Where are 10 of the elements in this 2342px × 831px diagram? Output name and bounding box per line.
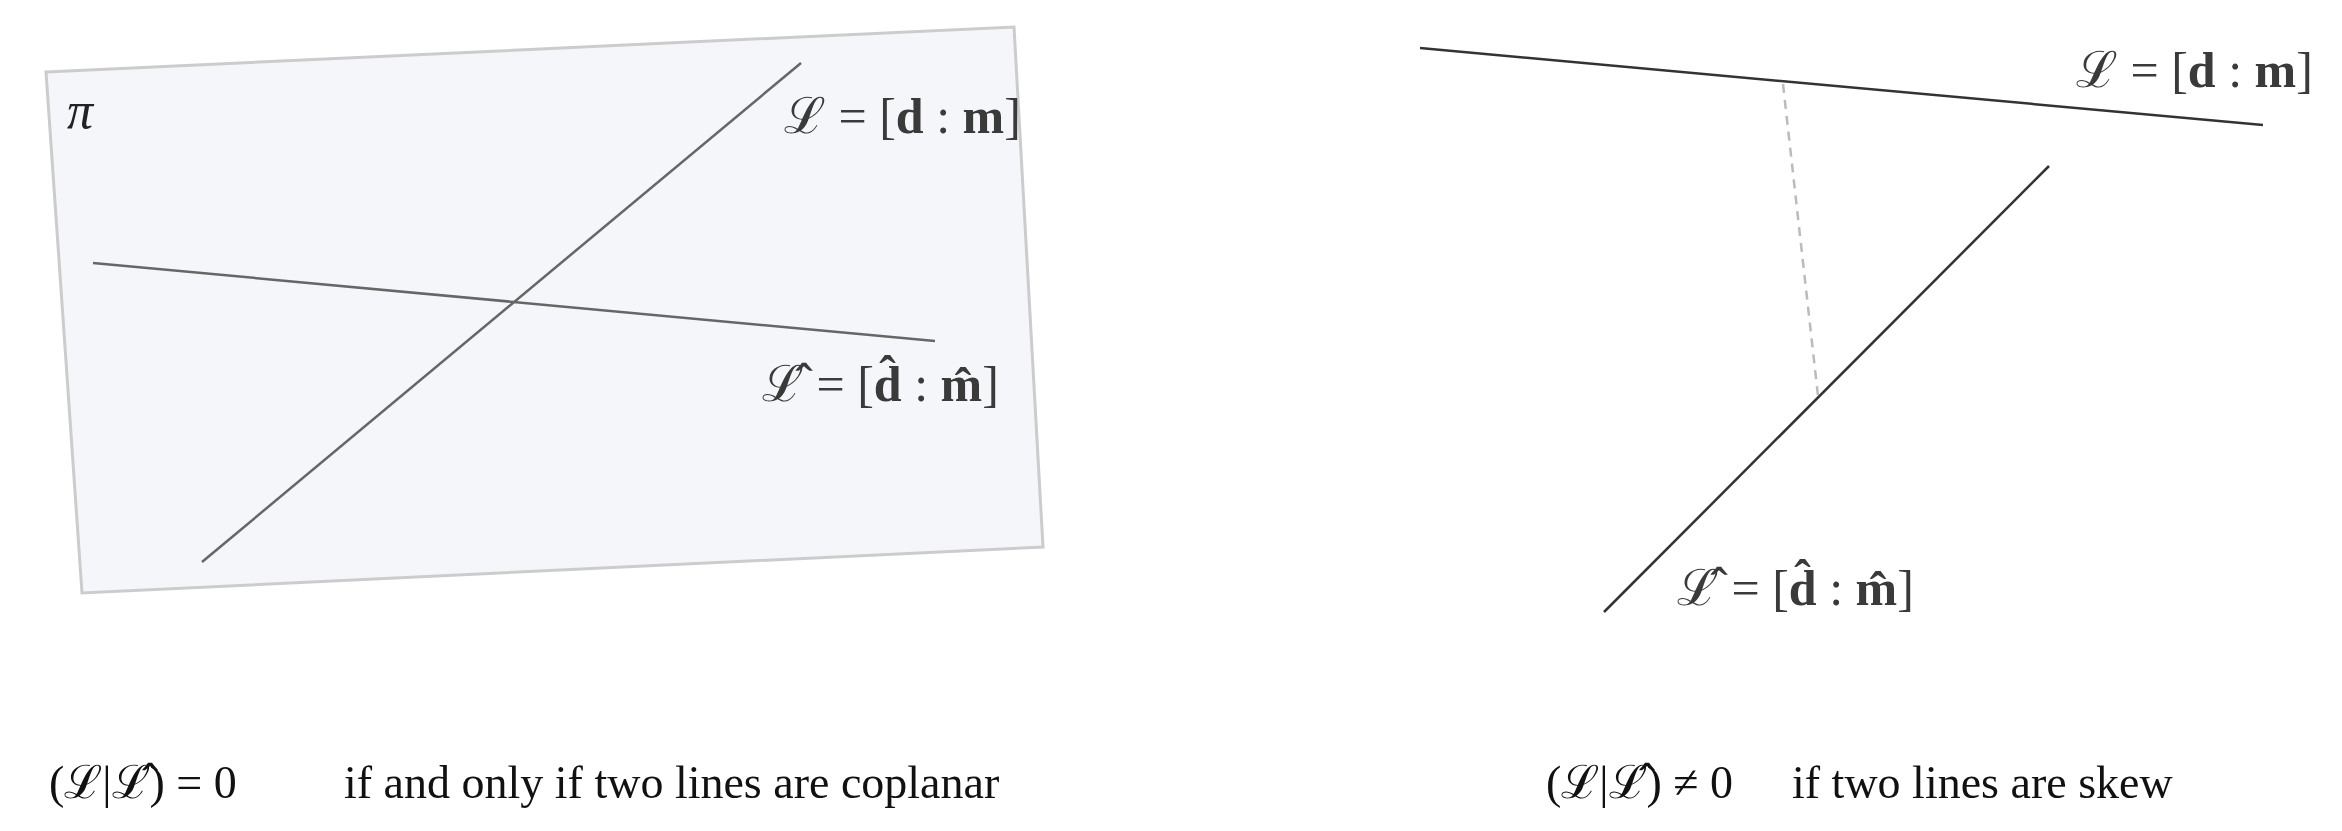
- line-label: ℒ̂ = [d̂ : m̂]: [762, 356, 999, 412]
- formula: (ℒ|ℒ̂) ≠ 0: [1546, 757, 1734, 809]
- caption-text: if two lines are skew: [1792, 757, 2173, 809]
- line-label: ℒ̂ = [d̂ : m̂]: [1677, 560, 1914, 616]
- plane: [46, 27, 1044, 594]
- caption-text: if and only if two lines are coplanar: [344, 757, 1000, 809]
- plane-label: π: [67, 85, 94, 137]
- formula: (ℒ|ℒ̂) = 0: [49, 757, 237, 809]
- line-label: ℒ = [d : m]: [784, 88, 1021, 144]
- line-label: ℒ = [d : m]: [2076, 42, 2313, 98]
